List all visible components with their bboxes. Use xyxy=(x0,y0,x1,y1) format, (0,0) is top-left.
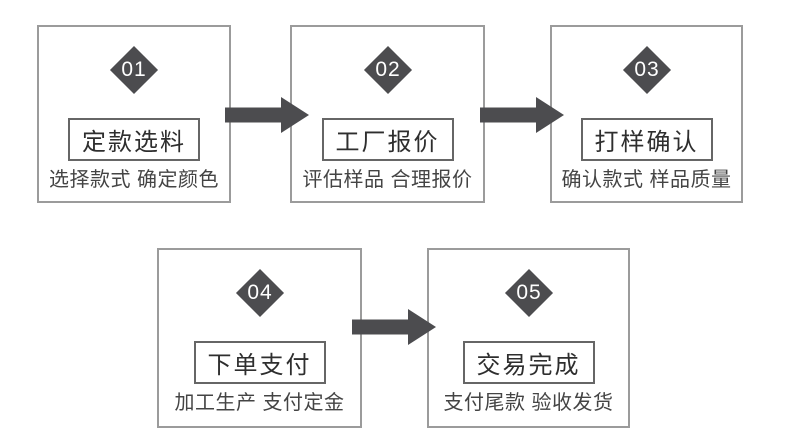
step-1-subtitle: 选择款式 确定颜色 xyxy=(48,169,220,191)
step-box-5: 05 交易完成 支付尾款 验收发货 xyxy=(427,248,630,428)
step-3-title: 打样确认 xyxy=(594,129,699,156)
step-3-title-box: 打样确认 xyxy=(580,118,713,161)
step-box-2: 02 工厂报价 评估样品 合理报价 xyxy=(290,25,485,203)
step-5-subtitle: 支付尾款 验收发货 xyxy=(443,392,614,414)
step-2-number-badge: 02 xyxy=(363,45,412,95)
step-1-number-badge: 01 xyxy=(109,45,159,95)
step-2-number: 02 xyxy=(374,58,401,81)
step-4-title: 下单支付 xyxy=(207,352,312,379)
arrow-right-icon xyxy=(352,309,436,345)
step-2-title-box: 工厂报价 xyxy=(321,118,454,161)
step-4-number: 04 xyxy=(246,281,273,304)
step-3-number-badge: 03 xyxy=(622,45,671,95)
step-2-subtitle: 评估样品 合理报价 xyxy=(302,169,473,191)
step-box-4: 04 下单支付 加工生产 支付定金 xyxy=(157,248,362,428)
step-1-title: 定款选料 xyxy=(82,129,186,156)
step-3-subtitle: 确认款式 样品质量 xyxy=(561,169,732,191)
step-box-1: 01 定款选料 选择款式 确定颜色 xyxy=(37,25,231,203)
step-4-title-box: 下单支付 xyxy=(193,341,326,384)
arrow-right-icon xyxy=(225,97,309,133)
step-1-number: 01 xyxy=(121,58,147,81)
arrow-right-icon xyxy=(480,97,564,133)
step-2-title: 工厂报价 xyxy=(335,129,440,156)
step-4-number-badge: 04 xyxy=(235,268,284,318)
step-4-subtitle: 加工生产 支付定金 xyxy=(174,392,345,414)
step-5-number-badge: 05 xyxy=(504,268,553,318)
step-5-number: 05 xyxy=(515,281,542,304)
step-box-3: 03 打样确认 确认款式 样品质量 xyxy=(550,25,743,203)
step-3-number: 03 xyxy=(633,58,660,81)
step-5-title: 交易完成 xyxy=(476,352,581,379)
step-5-title-box: 交易完成 xyxy=(462,341,595,384)
step-1-title-box: 定款选料 xyxy=(68,118,200,161)
